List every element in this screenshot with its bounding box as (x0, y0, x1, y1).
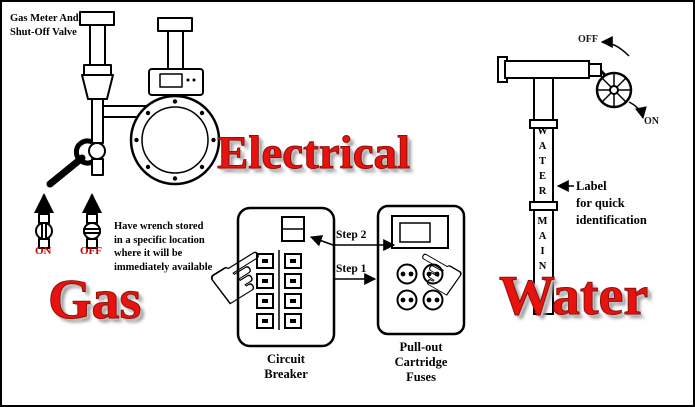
fuse-cartridges (396, 263, 444, 311)
fuse-box-caption: Pull-out Cartridge Fuses (394, 340, 448, 384)
water-section-title: Water (498, 265, 649, 327)
step-1-label: Step 1 (336, 263, 367, 275)
water-valve-on-label: ON (644, 116, 659, 127)
gas-meter-label: Gas Meter And Shut-Off Valve (10, 13, 79, 38)
gas-valve-off-label: OFF (80, 245, 102, 257)
on-direction-arrow (628, 101, 647, 120)
water-main-illustration (497, 36, 647, 315)
shutoff-valve-off-icon (82, 193, 102, 249)
step-arrows (309, 235, 396, 285)
circuit-breaker-caption: Circuit Breaker (264, 352, 308, 381)
gas-meter-illustration (34, 11, 221, 249)
meter-dial (129, 94, 221, 186)
shutoff-valve-on-icon (34, 193, 54, 249)
water-id-note: Label for quick identification (576, 179, 647, 227)
water-valve-off-label: OFF (578, 34, 598, 45)
step-2-label: Step 2 (336, 229, 367, 241)
off-direction-arrow (600, 36, 630, 57)
wrench-storage-note: Have wrench stored in a specific locatio… (114, 221, 213, 273)
electrical-section-title: Electrical (216, 127, 411, 179)
water-main-pipe-label: WATER MAIN (537, 126, 548, 276)
fuse-box-illustration (376, 204, 466, 336)
gas-valve-on-label: ON (35, 245, 52, 257)
valve-handwheel (595, 71, 633, 109)
wrench-icon (46, 138, 94, 188)
gas-section-title: Gas (47, 269, 142, 331)
